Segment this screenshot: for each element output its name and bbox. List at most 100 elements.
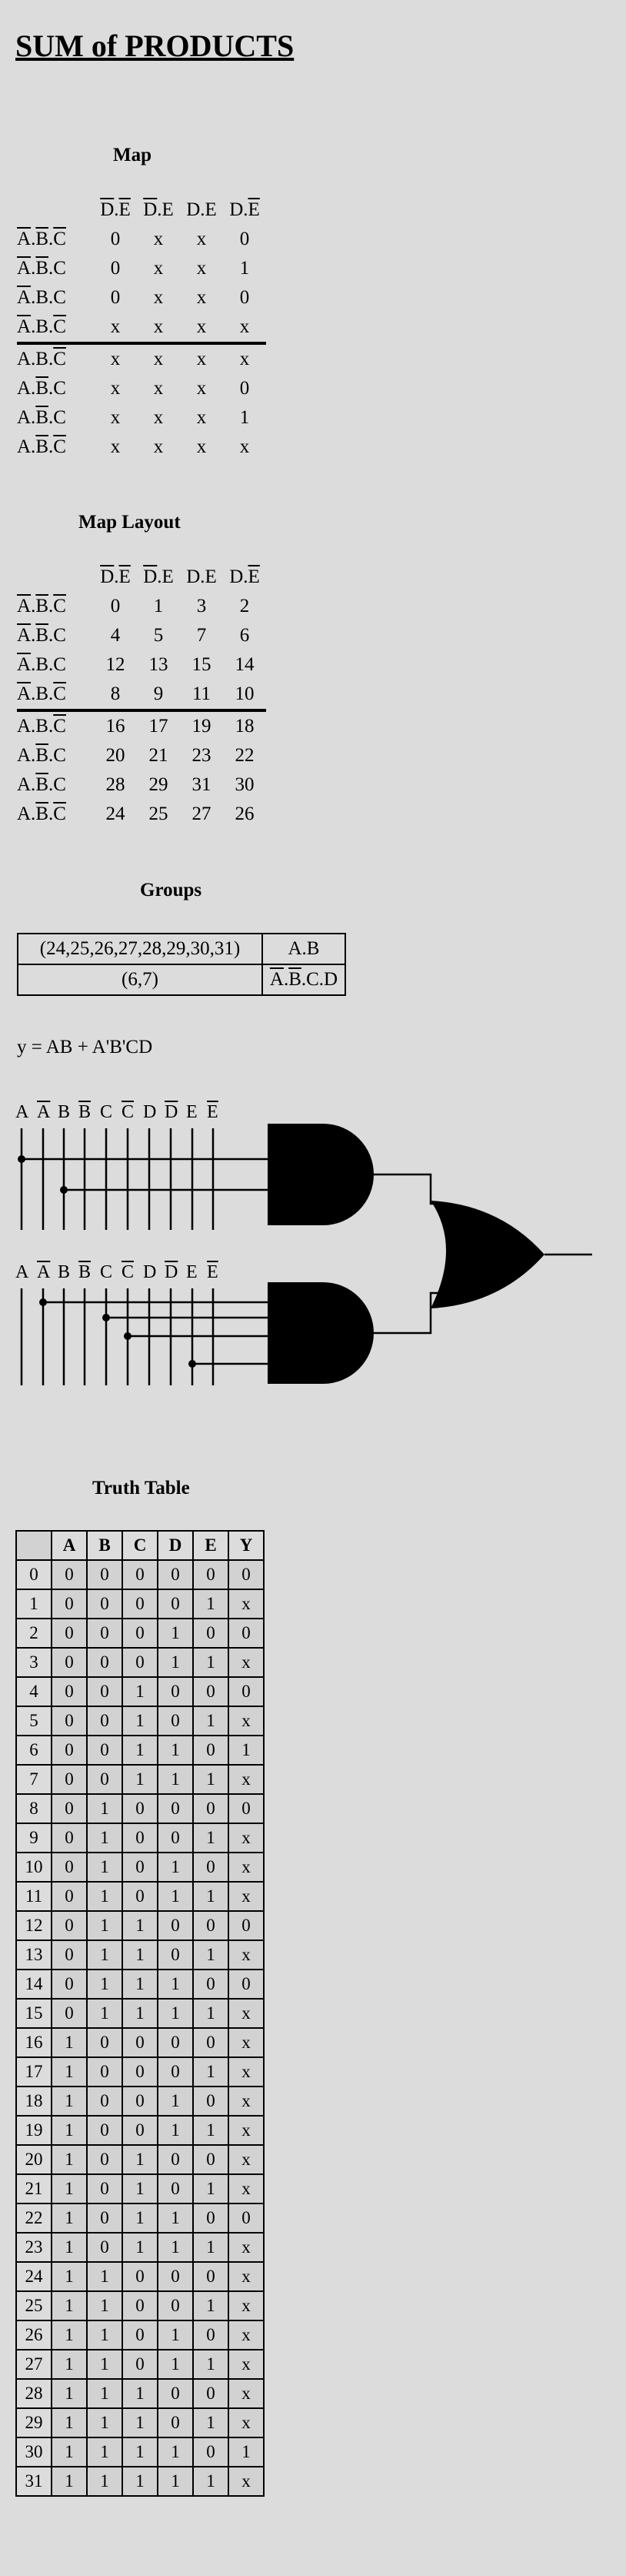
- truth-bit: 1: [122, 2466, 158, 2497]
- truth-header: E: [192, 1530, 229, 1561]
- map-cell: x: [196, 258, 207, 279]
- map-col-header: D.E: [229, 566, 260, 587]
- truth-bit: 1: [122, 1910, 158, 1941]
- truth-bit: 1: [51, 2466, 88, 2497]
- truth-bit: 0: [192, 1969, 229, 2000]
- map-col-header: D.E: [229, 199, 260, 220]
- map-row-header: A.B.C: [17, 378, 66, 399]
- truth-bit: 1: [86, 2437, 123, 2467]
- truth-bit: 0: [122, 2290, 158, 2321]
- truth-bit: 0: [86, 2203, 123, 2234]
- truth-output: x: [228, 2261, 265, 2292]
- group-term: A.B: [261, 933, 346, 965]
- truth-output: 0: [228, 1559, 265, 1590]
- truth-bit: 0: [192, 1559, 229, 1590]
- map-row-header: A.B.C: [17, 436, 66, 457]
- map-cell: 14: [235, 654, 255, 675]
- truth-bit: 0: [51, 1793, 88, 1824]
- truth-bit: 1: [192, 1647, 229, 1678]
- truth-bit: 0: [51, 1735, 88, 1766]
- truth-index: 3: [15, 1647, 52, 1678]
- truth-bit: 1: [51, 2320, 88, 2350]
- truth-bit: 1: [192, 2290, 229, 2321]
- truth-bit: 0: [192, 1852, 229, 1883]
- truth-bit: 0: [51, 1764, 88, 1795]
- truth-header: A: [51, 1530, 88, 1561]
- truth-bit: 1: [157, 1852, 194, 1883]
- map-row-header: A.B.C: [17, 349, 66, 369]
- truth-bit: 0: [51, 1940, 88, 1970]
- truth-output: x: [228, 1881, 265, 1912]
- truth-bit: 0: [51, 1969, 88, 2000]
- wire-junction: [188, 1360, 196, 1368]
- truth-bit: 0: [192, 2378, 229, 2409]
- truth-bit: 0: [51, 1910, 88, 1941]
- map-col-header: D.E: [186, 199, 217, 220]
- truth-bit: 1: [122, 2437, 158, 2467]
- map-cell: 6: [239, 625, 250, 646]
- map-cell: x: [153, 287, 164, 308]
- truth-bit: 1: [86, 1823, 123, 1853]
- truth-index: 13: [15, 1940, 52, 1970]
- map-cell: 25: [148, 804, 168, 824]
- truth-bit: 0: [192, 1793, 229, 1824]
- truth-index: 14: [15, 1969, 52, 2000]
- truth-bit: 0: [122, 2349, 158, 2380]
- map-cell: 0: [110, 287, 121, 308]
- truth-bit: 1: [192, 2349, 229, 2380]
- truth-output: x: [228, 1764, 265, 1795]
- map-cell: x: [137, 312, 180, 345]
- truth-output: x: [228, 2144, 265, 2175]
- truth-bit: 0: [157, 2378, 194, 2409]
- map-cell: 5: [153, 625, 164, 646]
- gate-input-label: D: [143, 1262, 157, 1282]
- map-cell: x: [153, 436, 164, 457]
- map-cell: 23: [191, 745, 211, 766]
- gate-input-label: E: [186, 1262, 198, 1282]
- truth-bit: 1: [157, 1647, 194, 1678]
- map-cell: 12: [105, 654, 125, 675]
- and-gate-bottom: [268, 1282, 374, 1384]
- truth-table-title: Truth Table: [92, 1478, 190, 1498]
- wire-junction: [39, 1298, 47, 1306]
- map-col-header: D.E: [100, 566, 131, 587]
- map-cell: x: [196, 349, 207, 369]
- wire-junction: [18, 1155, 25, 1163]
- truth-output: 0: [228, 1676, 265, 1707]
- truth-output: x: [228, 2320, 265, 2350]
- groups-title: Groups: [140, 880, 202, 900]
- truth-bit: 0: [86, 1618, 123, 1649]
- truth-bit: 0: [51, 1676, 88, 1707]
- truth-bit: 0: [157, 1706, 194, 1736]
- truth-bit: 0: [192, 1618, 229, 1649]
- truth-bit: 1: [157, 2086, 194, 2117]
- truth-bit: 1: [51, 2173, 88, 2204]
- map-cell: 11: [180, 680, 223, 712]
- truth-index: 10: [15, 1852, 52, 1883]
- truth-bit: 1: [86, 2290, 123, 2321]
- map-cell: x: [94, 312, 137, 345]
- map-layout-title: Map Layout: [78, 512, 181, 533]
- truth-bit: 0: [122, 1793, 158, 1824]
- truth-index: 25: [15, 2290, 52, 2321]
- gate-input-label: A: [15, 1102, 29, 1122]
- truth-bit: 0: [157, 1559, 194, 1590]
- truth-bit: 1: [86, 1910, 123, 1941]
- truth-bit: 0: [157, 2056, 194, 2087]
- truth-index: 5: [15, 1706, 52, 1736]
- map-cell: x: [196, 407, 207, 428]
- gate-input-label: C: [122, 1262, 135, 1282]
- gate-input-label: B: [58, 1262, 71, 1282]
- truth-bit: 0: [192, 1735, 229, 1766]
- truth-output: 0: [228, 1910, 265, 1941]
- truth-bit: 1: [86, 2320, 123, 2350]
